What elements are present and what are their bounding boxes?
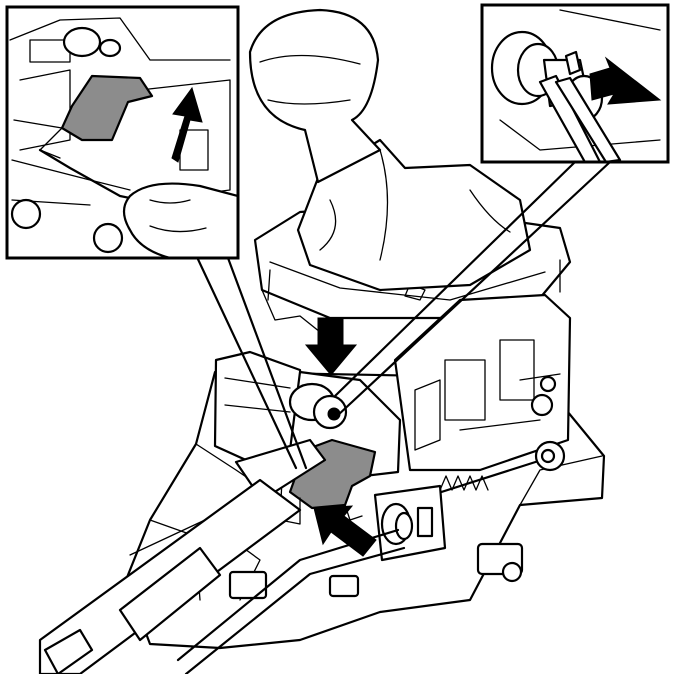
lift-up-arrow	[171, 86, 203, 163]
shifter-boot	[296, 138, 532, 292]
cable-pull-arrow	[589, 56, 662, 105]
gear-selector-assembly	[38, 8, 606, 674]
lock-tab-detail	[60, 74, 154, 142]
push-in-arrow	[313, 505, 377, 557]
press-down-arrow	[304, 317, 358, 376]
gear-knob	[248, 8, 382, 184]
detent-plate	[393, 293, 572, 472]
selector-cable	[38, 438, 406, 674]
leader-lines	[194, 160, 612, 470]
cable-clip	[373, 484, 447, 562]
left-detail-inset	[5, 5, 240, 260]
right-detail-inset	[480, 3, 670, 164]
